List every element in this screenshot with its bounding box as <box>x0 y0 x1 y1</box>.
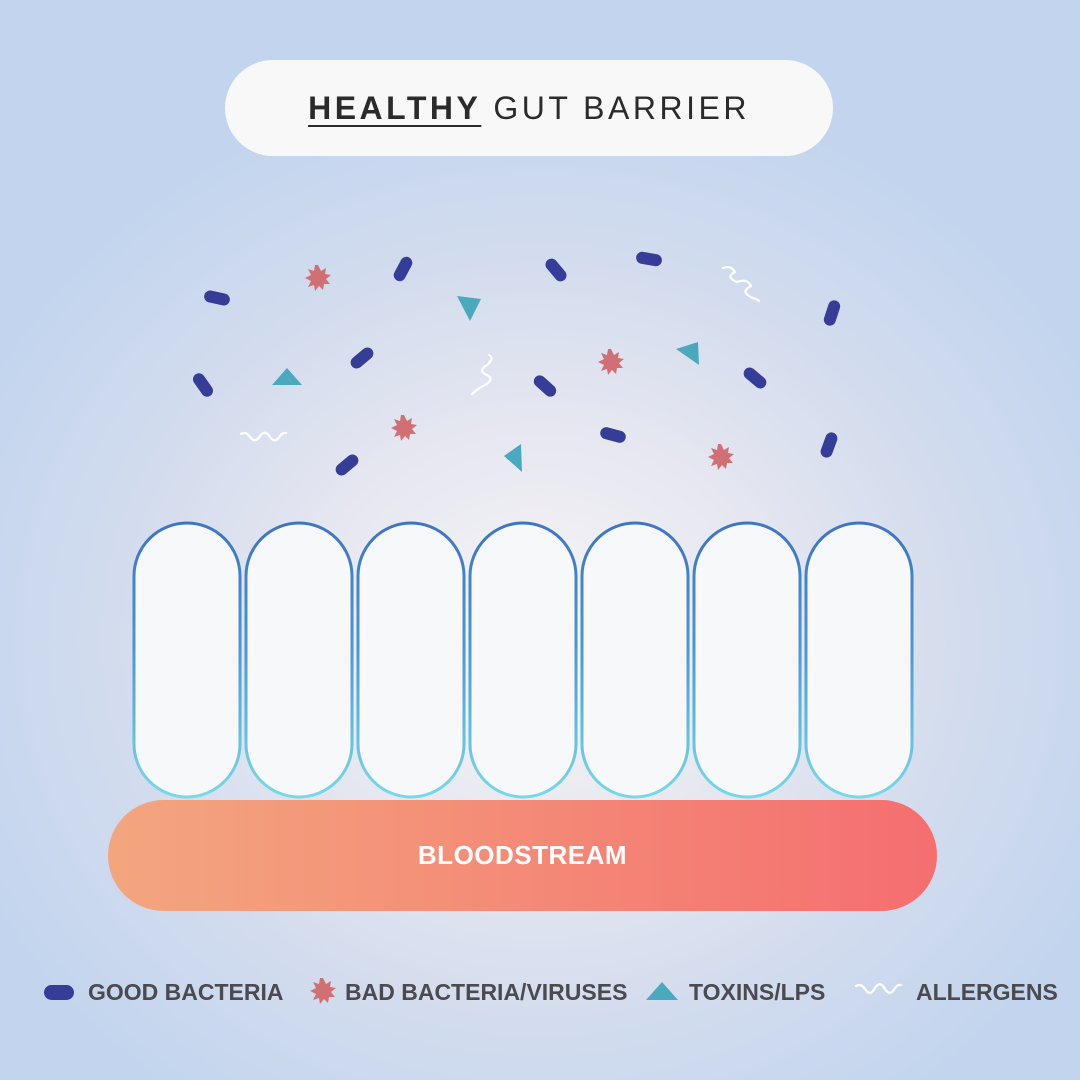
bad-bacteria-icon <box>305 265 331 291</box>
legend-label: TOXINS/LPS <box>689 978 826 1005</box>
epithelial-cell <box>804 521 914 799</box>
good-bacteria-icon <box>743 367 767 389</box>
good-bacteria-icon <box>192 373 214 397</box>
toxin-icon <box>457 296 481 321</box>
bad-bacteria-icon <box>391 415 417 441</box>
epithelial-cell <box>468 521 578 799</box>
bloodstream-label: BLOODSTREAM <box>417 840 628 870</box>
legend-bad-bacteria: BAD BACTERIA/VIRUSES <box>345 972 627 1012</box>
legend-label: ALLERGENS <box>916 978 1058 1005</box>
bad-bacteria-group <box>305 265 734 470</box>
good-bacteria-icon <box>533 375 557 397</box>
legend-toxins: TOXINS/LPS <box>689 972 825 1012</box>
epithelial-cell <box>692 521 802 799</box>
allergen-icon <box>721 266 761 303</box>
toxin-icon <box>504 444 522 472</box>
allergen-icon <box>854 983 903 994</box>
legend-allergens: ALLERGENS <box>916 972 1058 1012</box>
allergen-icon <box>239 431 288 442</box>
epithelial-cells <box>132 521 914 799</box>
good-bacteria-icon <box>600 427 626 443</box>
epithelial-cell <box>244 521 354 799</box>
good-bacteria-group <box>192 251 841 476</box>
title-banner: HEALTHY GUT BARRIER <box>225 60 833 156</box>
toxin-icon <box>272 368 302 385</box>
good-bacteria-icon <box>44 985 74 1000</box>
good-bacteria-icon <box>350 347 374 369</box>
good-bacteria-icon <box>204 290 230 306</box>
good-bacteria-icon <box>823 300 841 326</box>
bad-bacteria-icon <box>310 978 336 1004</box>
toxin-icon <box>676 342 699 365</box>
good-bacteria-icon <box>393 256 413 282</box>
epithelial-cell <box>580 521 690 799</box>
bloodstream-bar <box>108 800 937 911</box>
good-bacteria-icon <box>820 432 838 458</box>
title-highlight: HEALTHY <box>308 89 482 126</box>
allergen-icon <box>470 353 493 396</box>
good-bacteria-icon <box>545 258 567 282</box>
toxin-group <box>272 296 699 472</box>
epithelial-cell <box>132 521 242 799</box>
good-bacteria-icon <box>335 454 359 476</box>
legend-good-bacteria: GOOD BACTERIA <box>88 972 284 1012</box>
epithelial-cell <box>356 521 466 799</box>
title-text: GUT BARRIER <box>493 89 750 126</box>
legend-icons <box>44 978 903 1004</box>
allergen-group <box>239 266 761 442</box>
legend-label: BAD BACTERIA/VIRUSES <box>345 978 628 1005</box>
toxin-icon <box>646 982 678 1000</box>
bad-bacteria-icon <box>708 444 734 470</box>
good-bacteria-icon <box>636 251 662 267</box>
bad-bacteria-icon <box>598 349 624 375</box>
legend-label: GOOD BACTERIA <box>88 978 284 1005</box>
